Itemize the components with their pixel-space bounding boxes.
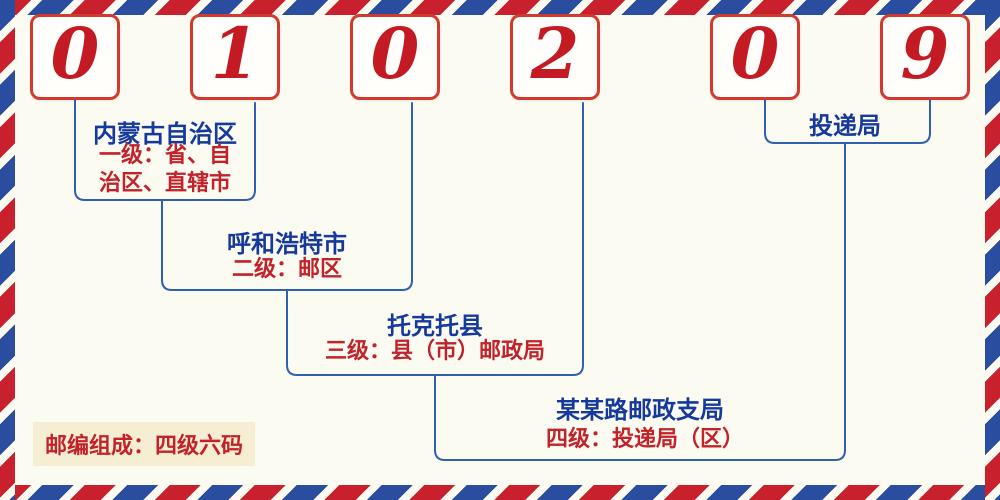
digit-box-3: 0 <box>350 14 440 100</box>
airmail-border-bottom <box>0 485 1000 500</box>
postal-digit-3: 0 <box>370 12 420 95</box>
county-name: 托克托县 <box>387 312 483 340</box>
city-name: 呼和浩特市 <box>227 230 347 258</box>
county-desc: 三级：县（市）邮政局 <box>324 339 546 364</box>
airmail-border-top <box>0 0 1000 15</box>
province-desc: 一级：省、自 治区、直辖市 <box>98 143 232 196</box>
postal-digit-6: 9 <box>900 12 950 95</box>
composition-note: 邮编组成：四级六码 <box>33 422 256 466</box>
digit-box-2: 1 <box>190 14 280 100</box>
airmail-border-left <box>0 0 15 500</box>
delivery-name: 投递局 <box>809 112 881 140</box>
postal-digit-4: 2 <box>530 12 580 95</box>
digit-box-6: 9 <box>880 14 970 100</box>
digit-box-1: 0 <box>30 14 120 100</box>
airmail-border-right <box>985 0 1000 500</box>
digit-box-5: 0 <box>710 14 800 100</box>
postal-digit-1: 0 <box>50 12 100 95</box>
postal-digit-5: 0 <box>730 12 780 95</box>
digit-box-4: 2 <box>510 14 600 100</box>
province-name: 内蒙古自治区 <box>93 120 237 148</box>
branch-desc: 四级：投递局（区） <box>545 427 745 452</box>
postal-digit-2: 1 <box>210 12 260 95</box>
city-desc: 二级：邮区 <box>231 257 343 282</box>
branch-name: 某某路邮政支局 <box>556 396 724 424</box>
